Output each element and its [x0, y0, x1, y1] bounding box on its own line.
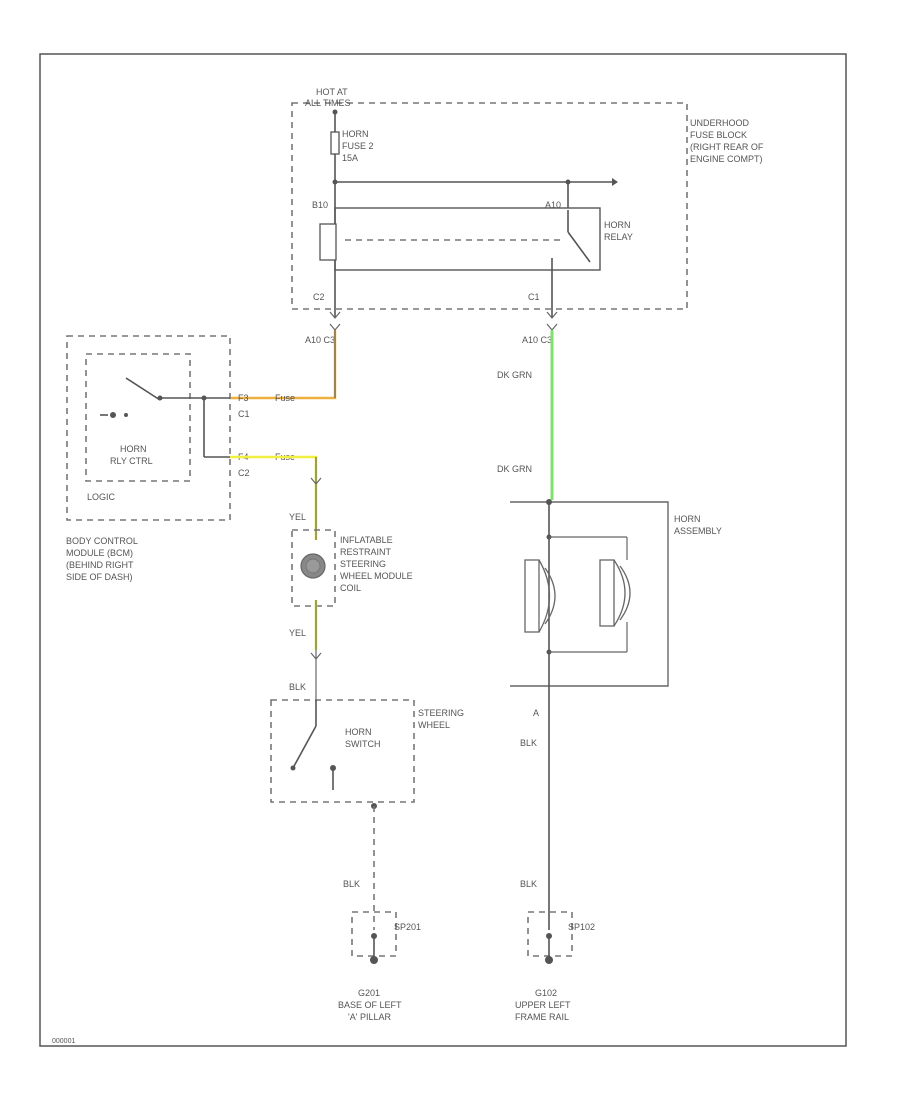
underhood-fuse-block-label-4: ENGINE COMPT)	[690, 154, 763, 164]
underhood-fuse-block-label-2: FUSE BLOCK	[690, 130, 747, 140]
c1-top-label: C1	[528, 292, 540, 302]
ground-left-label-3: 'A' PILLAR	[348, 1012, 391, 1022]
underhood-fuse-block-box	[291, 102, 688, 310]
horn-assembly-label-2: ASSEMBLY	[674, 526, 722, 536]
blk-left-label-2: BLK	[343, 879, 360, 889]
horn-2	[599, 559, 615, 627]
bcm-pin2-conn-label: C2	[238, 468, 250, 478]
bcm-label-2: MODULE (BCM)	[66, 548, 133, 558]
ground-right-label-2: UPPER LEFT	[515, 1000, 571, 1010]
horn-fuse	[330, 131, 340, 155]
ground-left-label-1: G201	[358, 988, 380, 998]
connector-right-label: A10 C3	[522, 335, 552, 345]
relay-pin-right-label: A10	[545, 200, 561, 210]
relay-coil	[319, 223, 337, 261]
steering-wheel-label-1: STEERING	[418, 708, 464, 718]
horn-fuse-label-2: FUSE 2	[342, 141, 374, 151]
bcm-label-1: BODY CONTROL	[66, 536, 138, 546]
horn-relay-label-1: HORN	[604, 220, 631, 230]
horn-assembly-box	[510, 501, 669, 687]
pin-a-label: A	[533, 708, 539, 718]
relay-pin-left-label: B10	[312, 200, 328, 210]
horn-switch-contact	[292, 725, 317, 769]
blk-right-label-2: BLK	[520, 879, 537, 889]
ground-left-label-2: BASE OF LEFT	[338, 1000, 402, 1010]
bcm-pin1-label: F3	[238, 393, 249, 403]
horn-rly-ctrl-label-2: RLY CTRL	[110, 456, 153, 466]
inflatable-label-1: INFLATABLE	[340, 535, 393, 545]
horn-1	[524, 559, 540, 633]
horn-switch-label-2: SWITCH	[345, 739, 381, 749]
ground-right-label-1: G102	[535, 988, 557, 998]
blk-right-label-1: BLK	[520, 738, 537, 748]
logic-label: LOGIC	[87, 492, 116, 502]
bcm-label-4: SIDE OF DASH)	[66, 572, 133, 582]
diagram-id: 000001	[52, 1038, 75, 1045]
splice-right-label: SP102	[568, 922, 595, 932]
c2-top-label: C2	[313, 292, 325, 302]
splice-left-label: SP201	[394, 922, 421, 932]
inflatable-label-2: RESTRAINT	[340, 547, 392, 557]
diagram-border	[39, 53, 847, 1047]
horn-rly-ctrl-label-1: HORN	[120, 444, 147, 454]
horn-relay-label-2: RELAY	[604, 232, 633, 242]
yel-label-1: YEL	[289, 512, 306, 522]
dk-grn-label-2: DK GRN	[497, 464, 532, 474]
ground-right-label-3: FRAME RAIL	[515, 1012, 569, 1022]
blk-steer-label: BLK	[289, 682, 306, 692]
underhood-fuse-block-label-3: (RIGHT REAR OF	[690, 142, 764, 152]
connector-left-label: A10 C3	[305, 335, 335, 345]
horn-fuse-label-1: HORN	[342, 129, 369, 139]
horn-switch-label-1: HORN	[345, 727, 372, 737]
horn-assembly-label-1: HORN	[674, 514, 701, 524]
steering-wheel-box	[270, 699, 415, 803]
horn-relay-box	[334, 207, 601, 271]
inflatable-label-4: WHEEL MODULE	[340, 571, 413, 581]
inflatable-label-5: COIL	[340, 583, 361, 593]
horn-rly-ctrl-box	[85, 353, 191, 482]
yel-label-2: YEL	[289, 628, 306, 638]
underhood-fuse-block-label-1: UNDERHOOD	[690, 118, 750, 128]
steering-wheel-label-2: WHEEL	[418, 720, 450, 730]
hot-at-all-times-label-2: ALL TIMES	[305, 98, 351, 108]
inflatable-restraint-box	[291, 529, 336, 607]
hot-at-all-times-label-1: HOT AT	[316, 87, 348, 97]
bcm-label-3: (BEHIND RIGHT	[66, 560, 134, 570]
wire-label-1: Fuse	[275, 393, 295, 403]
bcm-box	[66, 335, 231, 521]
horn-fuse-label-3: 15A	[342, 153, 358, 163]
bcm-pin1-conn-label: C1	[238, 409, 250, 419]
inflatable-label-3: STEERING	[340, 559, 386, 569]
dk-grn-label-1: DK GRN	[497, 370, 532, 380]
splice-right-box	[527, 911, 573, 957]
relay-contact	[567, 231, 591, 263]
